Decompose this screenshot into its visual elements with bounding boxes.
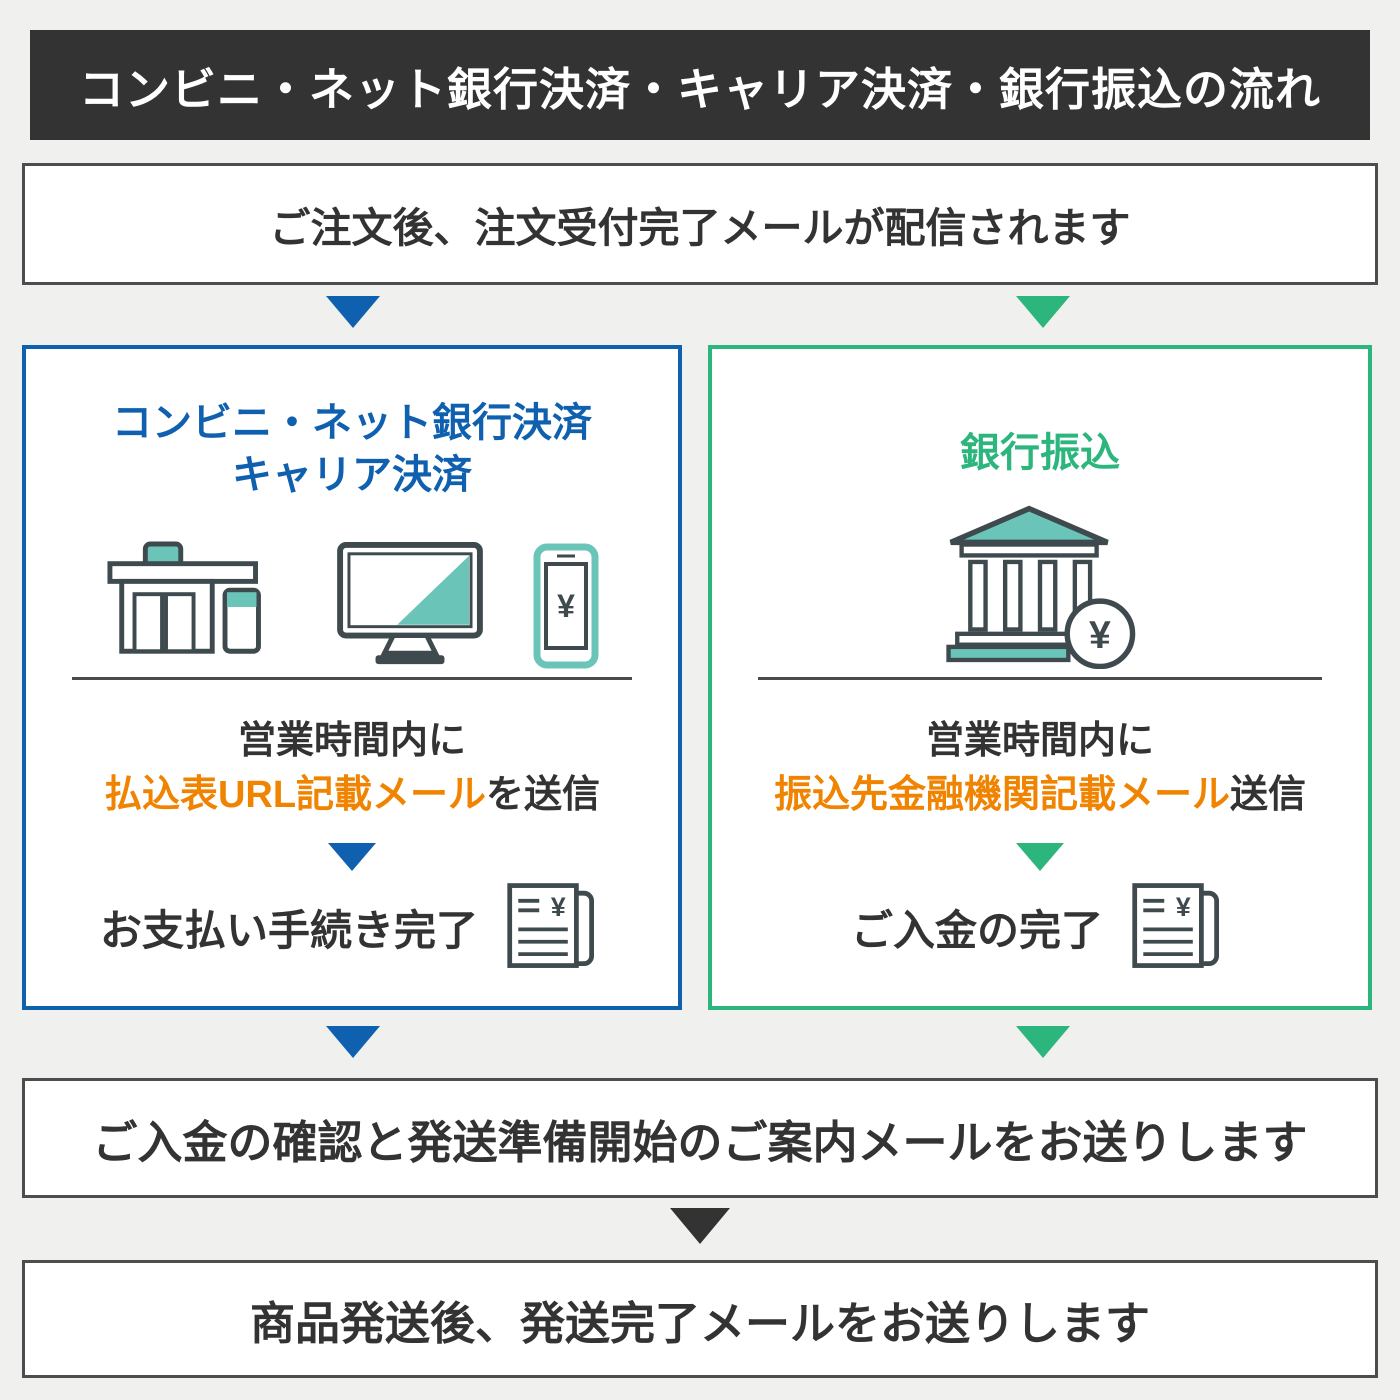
arrow-down-green-icon	[1016, 1026, 1070, 1058]
right-hours-text: 営業時間内に	[925, 720, 1154, 762]
receipt-icon: ¥	[1132, 883, 1219, 968]
right-complete-text: ご入金の完了	[850, 906, 1103, 954]
arrow-down-blue-icon	[326, 296, 380, 328]
bank-icon-wrap: ¥	[712, 497, 1368, 669]
right-complete-row: ご入金の完了 ¥	[712, 881, 1368, 973]
yen-symbol: ¥	[1089, 614, 1111, 657]
yen-symbol: ¥	[551, 892, 566, 922]
panel-left-title-line1: コンビニ・ネット銀行決済	[112, 401, 592, 445]
left-complete-text: お支払い手続き完了	[99, 906, 478, 954]
step-payment-confirmed: ご入金の確認と発送準備開始のご案内メールをお送りします	[22, 1078, 1378, 1198]
panel-left-title-line2: キャリア決済	[232, 453, 472, 497]
payment-method-icons: ¥	[26, 501, 678, 669]
panel-bank-transfer: 銀行振込 ¥ 営業時間内に 振込先金融機関記載メール送信 ご入金の完了	[708, 345, 1372, 1010]
left-mail-highlight: 払込表URL記載メール	[103, 774, 487, 816]
left-mail-text: 払込表URL記載メールを送信	[26, 763, 678, 818]
panel-convenience-carrier-payment: コンビニ・ネット銀行決済 キャリア決済	[22, 345, 682, 1010]
panel-right-title: 銀行振込	[960, 431, 1120, 475]
step-order-received: ご注文後、注文受付完了メールが配信されます	[22, 163, 1378, 285]
step-shipping-complete: 商品発送後、発送完了メールをお送りします	[22, 1260, 1378, 1378]
left-mail-suffix: を送信	[486, 774, 601, 816]
convenience-store-icon	[107, 541, 261, 654]
right-mail-suffix: 送信	[1230, 774, 1307, 816]
arrow-down-blue-small-icon	[328, 843, 376, 871]
arrow-down-blue-icon	[326, 1026, 380, 1058]
left-hours-text: 営業時間内に	[237, 720, 466, 762]
arrow-down-dark-icon	[670, 1208, 730, 1244]
computer-monitor-icon	[337, 541, 483, 665]
page-title: コンビニ・ネット銀行決済・キャリア決済・銀行振込の流れ	[30, 30, 1370, 140]
arrow-down-green-small-icon	[1016, 843, 1064, 871]
right-mail-text: 振込先金融機関記載メール送信	[712, 763, 1368, 818]
left-complete-row: お支払い手続き完了 ¥	[26, 881, 678, 973]
divider-line	[757, 677, 1323, 680]
receipt-icon: ¥	[507, 883, 594, 968]
bank-building-icon: ¥	[946, 505, 1136, 669]
yen-symbol: ¥	[557, 588, 575, 624]
right-mail-highlight: 振込先金融機関記載メール	[773, 774, 1230, 816]
divider-line	[71, 677, 633, 680]
arrow-down-green-icon	[1016, 296, 1070, 328]
panel-left-title: コンビニ・ネット銀行決済 キャリア決済	[26, 397, 678, 501]
yen-symbol: ¥	[1176, 892, 1191, 922]
smartphone-icon: ¥	[533, 543, 599, 669]
